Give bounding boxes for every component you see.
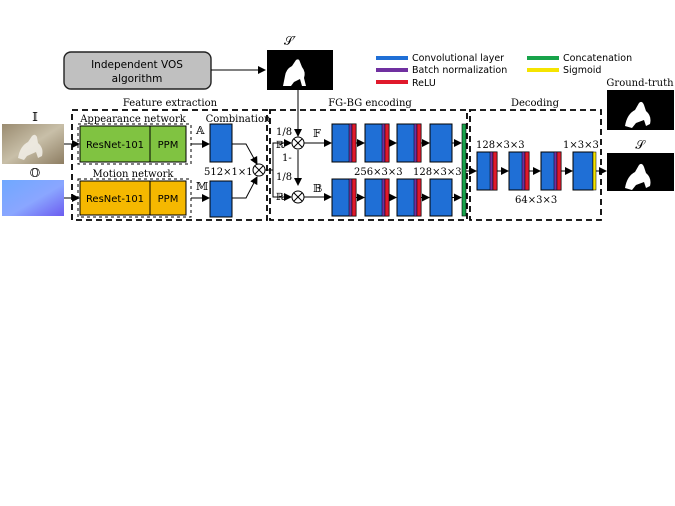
conv-layer-block [396,123,422,163]
legend-relu-label: ReLU [412,78,436,89]
multiply-icon [252,163,266,177]
output-label: 𝒮 [635,138,646,152]
conv-layer-block [396,178,422,217]
appearance-ppm-label: PPM [158,140,179,151]
vos-algorithm-line2: algorithm [112,73,163,85]
combination-top-to-mult [232,143,258,165]
conv-layer-block [476,151,498,191]
fgbg-one-minus: 1- [282,153,292,164]
appearance-resnet-block [79,125,151,163]
legend-concat-swatch [527,56,559,60]
vos-algorithm-line1: Independent VOS [91,59,183,71]
input-image-symbol: 𝕀 [32,110,38,124]
decoding-dims-out: 1×3×3 [563,140,599,151]
multiply-icon [291,190,305,204]
fgbg-dims-right: 128×3×3 [413,167,462,178]
combination-title: Combination [206,114,271,125]
conv-layer-block [508,151,530,191]
motion-ppm-block [149,180,187,216]
dog-silhouette-icon [625,101,651,128]
legend-concat-label: Concatenation [563,53,632,64]
combination-conv-bottom [209,180,233,218]
appearance-resnet-label: ResNet-101 [86,140,144,151]
motion-resnet-label: ResNet-101 [86,194,144,205]
motion-network-title: Motion network [93,169,175,180]
legend-bn-swatch [376,68,408,72]
conv-layer-block [364,178,390,217]
decoder-layers [476,151,594,191]
combination-dims: 512×1×1 [204,167,253,178]
fgbg-scale-top: 1/8 [276,127,292,138]
fgbg-title: FG-BG encoding [328,98,412,109]
appearance-feature-symbol: 𝔸 [195,124,205,137]
motion-feature-symbol: 𝕄 [196,180,208,193]
legend-conv-swatch [376,56,408,60]
conv-layer-block [364,123,390,163]
legend: Convolutional layer Batch normalization … [376,53,632,89]
fgbg-r-top: ℝ [276,140,285,151]
conv-layer-block [429,178,453,217]
decoding-title: Decoding [511,98,560,109]
conv-layer-block [331,178,357,217]
appearance-ppm-block [149,125,187,163]
multiply-icon [291,136,305,150]
feature-extraction-title: Feature extraction [123,98,218,109]
combination-conv-top [209,123,233,163]
fgbg-scale-bottom: 1/8 [276,172,292,183]
bg-branch-layers [331,178,462,217]
decoding-dims-in: 128×3×3 [476,140,525,151]
decoding-frame [469,109,602,221]
feature-extraction-frame [71,109,268,221]
fgbg-dims-mid: 256×3×3 [354,167,403,178]
appearance-network-title: Appearance network [79,114,187,125]
fgbg-r-bottom: ℝ [276,192,285,203]
conv-layer-block [540,151,562,191]
combination-bottom-to-mult [232,176,258,199]
mult-to-fg-arrow [265,139,292,171]
concat-layer [461,123,467,217]
fgbg-frame [269,109,468,221]
dog-silhouette-icon [283,59,306,86]
dog-silhouette-icon [18,134,43,160]
ground-truth-label: Ground-truth [606,78,674,89]
legend-sigmoid-swatch [527,68,559,72]
sigmoid-layer [592,151,597,191]
legend-sigmoid-label: Sigmoid [563,65,601,76]
fg-branch-layers [331,123,462,163]
bg-feature-symbol: 𝔹 [313,182,322,195]
conv-layer-block [429,123,453,163]
legend-relu-swatch [376,80,408,84]
conv-layer-block [331,123,357,163]
conv-layer-block [572,151,594,191]
dog-silhouette-icon [625,163,651,190]
legend-conv-label: Convolutional layer [412,53,504,64]
input-flow-symbol: 𝕆 [30,166,40,180]
mult-to-bg-arrow [272,170,292,201]
input-flow-frame [2,180,64,216]
decoding-dims-mid: 64×3×3 [515,195,557,206]
legend-bn-label: Batch normalization [412,65,507,76]
prior-mask-label: 𝒮′ [284,34,296,48]
motion-ppm-label: PPM [158,194,179,205]
fg-feature-symbol: 𝔽 [313,127,321,140]
